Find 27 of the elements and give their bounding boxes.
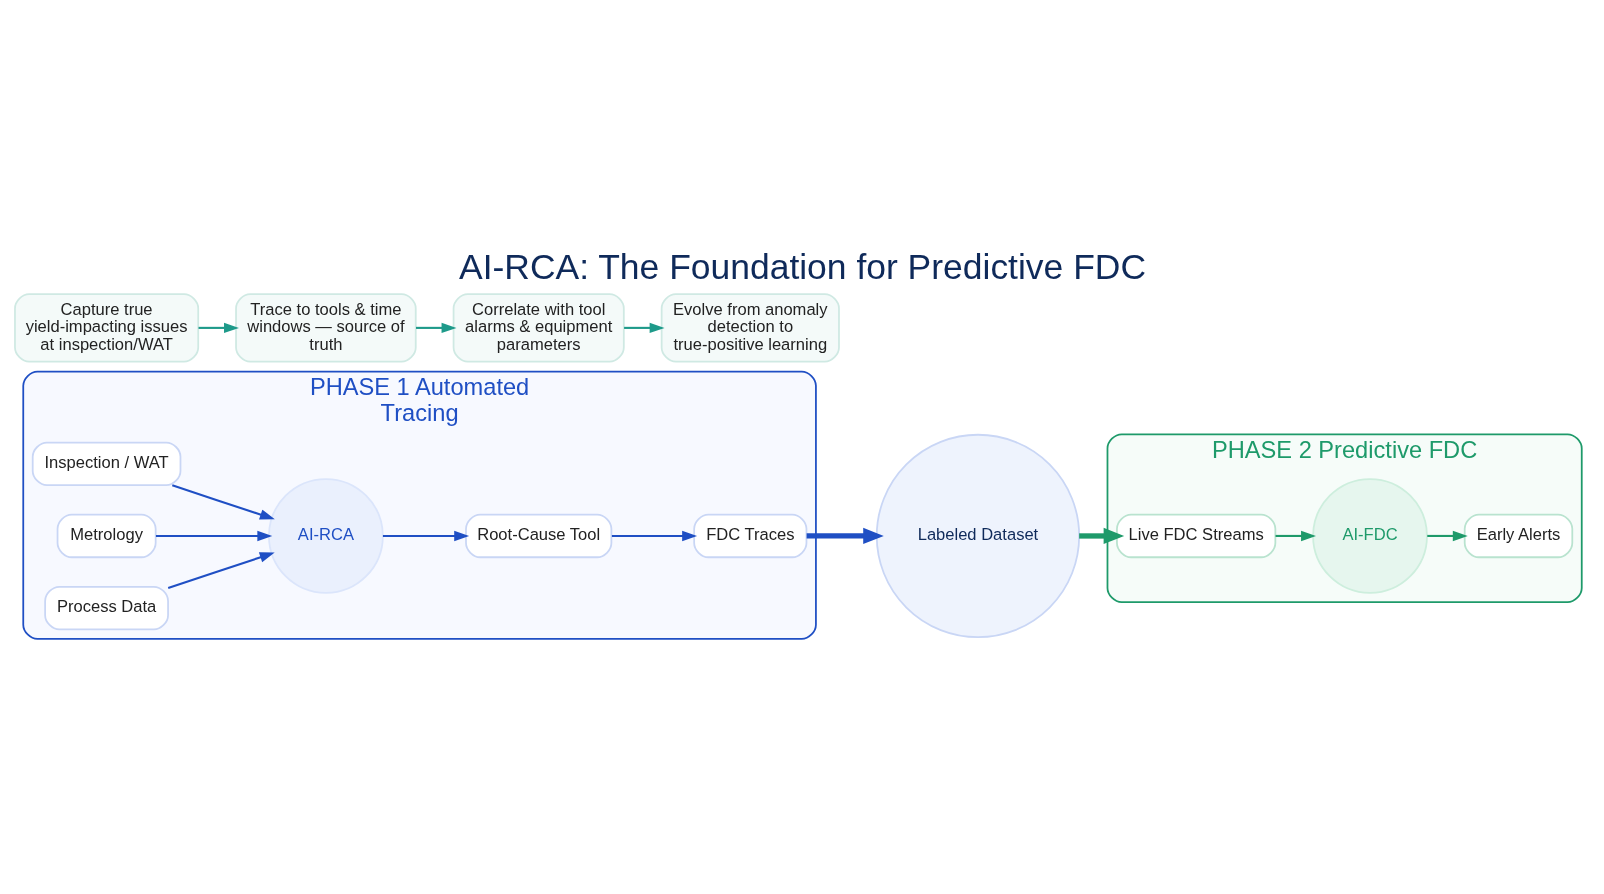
arrow bbox=[1275, 530, 1316, 542]
arrow bbox=[415, 322, 456, 334]
node-box: Root-Cause Tool bbox=[464, 513, 612, 559]
node-box: Metrology bbox=[56, 513, 157, 559]
arrow bbox=[806, 527, 884, 545]
arrow bbox=[198, 322, 239, 334]
node-box: Correlate with tool alarms & equipment parameters bbox=[452, 293, 625, 363]
arrow bbox=[623, 322, 665, 334]
node-circle: AI-RCA bbox=[267, 478, 384, 594]
diagram-title: AI-RCA: The Foundation for Predictive FDC bbox=[458, 246, 1146, 287]
arrow bbox=[1078, 527, 1124, 545]
arrow bbox=[171, 484, 275, 520]
arrow bbox=[167, 552, 275, 589]
node-box: Capture true yield-impacting issues at inspection/WAT bbox=[13, 293, 199, 363]
arrow bbox=[382, 530, 469, 542]
node-box: FDC Traces bbox=[692, 513, 807, 559]
arrow bbox=[155, 530, 272, 542]
node-circle: Labeled Dataset bbox=[875, 433, 1080, 639]
node-box: Evolve from anomaly detection to true-positive learning bbox=[660, 293, 840, 363]
node-box: Trace to tools & time windows — source of truth bbox=[234, 293, 417, 363]
node-circle: AI-FDC bbox=[1311, 478, 1428, 594]
arrow bbox=[611, 530, 697, 542]
node-box: Live FDC Streams bbox=[1115, 513, 1276, 559]
arrow bbox=[1426, 530, 1468, 542]
node-box: Early Alerts bbox=[1463, 513, 1573, 559]
node-box: Inspection / WAT bbox=[31, 441, 181, 486]
node-box: Process Data bbox=[43, 585, 169, 631]
